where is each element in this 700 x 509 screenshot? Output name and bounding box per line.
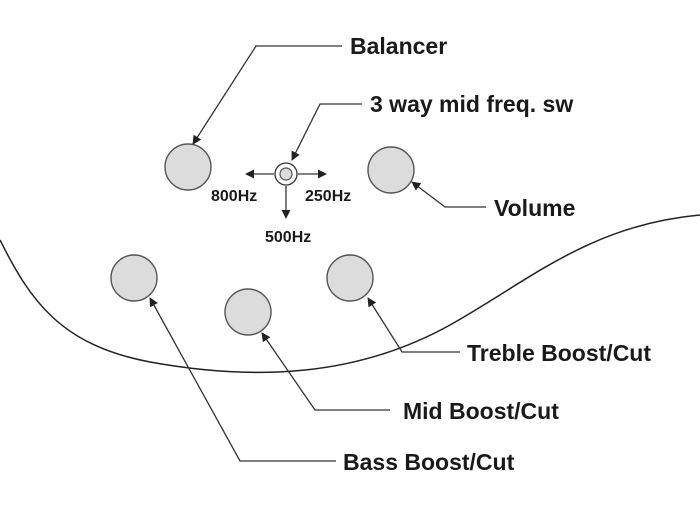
balancer-knob[interactable]: [164, 143, 212, 191]
volume-knob[interactable]: [367, 146, 415, 194]
mid-freq-switch[interactable]: [274, 162, 298, 186]
balancer-label: Balancer: [350, 33, 447, 59]
bass-leader: [149, 297, 336, 462]
treble-knob[interactable]: [326, 254, 374, 302]
balancer-leader: [192, 45, 342, 145]
switch-250hz-label: 250Hz: [305, 188, 351, 205]
mid-leader: [261, 332, 390, 411]
switch-leader: [291, 103, 362, 161]
volume-leader: [411, 181, 486, 208]
bass-label: Bass Boost/Cut: [343, 449, 515, 475]
mid-knob[interactable]: [224, 288, 272, 336]
switch-label: 3 way mid freq. sw: [370, 91, 573, 117]
body-outline: [0, 214, 700, 374]
switch-800hz-label: 800Hz: [211, 188, 257, 205]
volume-label: Volume: [494, 195, 575, 221]
mid-label: Mid Boost/Cut: [403, 398, 559, 424]
treble-leader: [367, 297, 460, 353]
treble-label: Treble Boost/Cut: [467, 340, 651, 366]
switch-500hz-label: 500Hz: [265, 229, 311, 246]
bass-knob[interactable]: [110, 254, 158, 302]
